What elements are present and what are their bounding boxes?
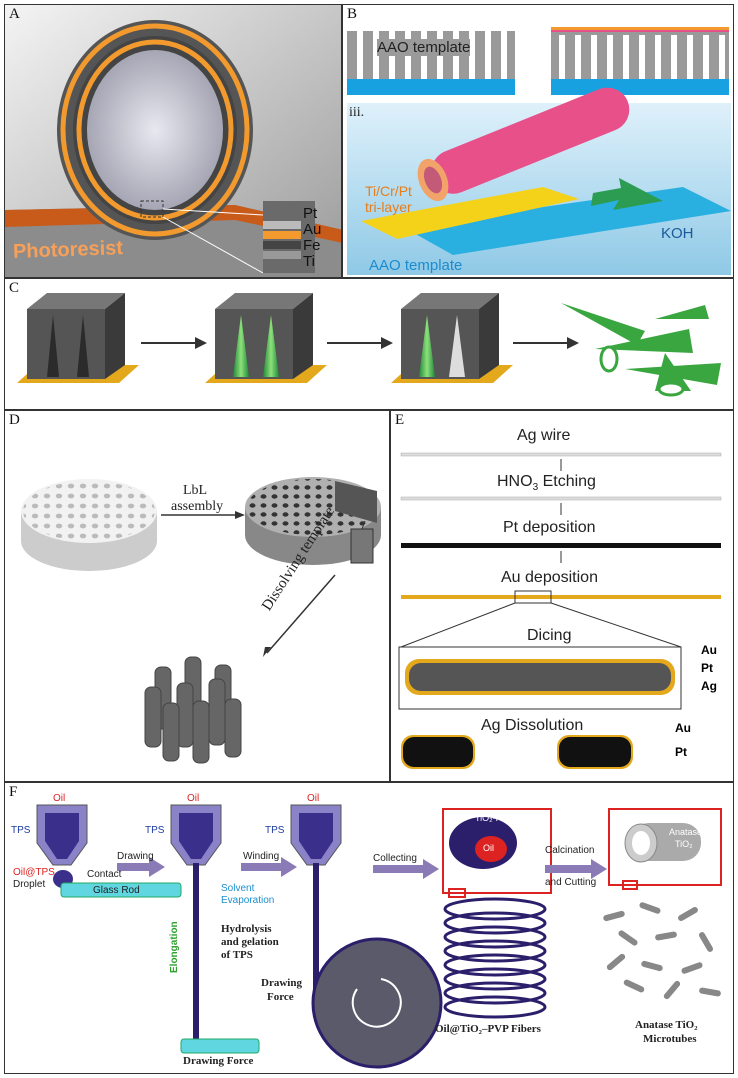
- winding-label: Winding: [243, 851, 280, 862]
- solvent-label-line1: Solvent: [221, 883, 255, 894]
- tps-label-3: TPS: [265, 825, 285, 836]
- panel-d-label: D: [9, 412, 20, 428]
- lbl-assembly-illustration: [21, 477, 381, 764]
- dissolution-layer-pt: Pt: [675, 745, 687, 759]
- oil-label-2: Oil: [187, 793, 200, 804]
- collecting-label: Collecting: [373, 853, 417, 864]
- layer-label-au: Au: [303, 221, 322, 238]
- trilayer-label-line1: Ti/Cr/Pt: [365, 183, 412, 199]
- aao-template-top-label: AAO template: [377, 39, 471, 56]
- drawing-label: Drawing: [117, 851, 154, 862]
- step-label: iii.: [349, 105, 365, 120]
- panel-c-label: C: [9, 280, 20, 296]
- tps-label-1: TPS: [11, 825, 31, 836]
- coated-template-disk: [245, 477, 381, 565]
- oil-at-tps-label: Oil@TPS: [13, 867, 55, 878]
- panel-b: B AAO template iii. Ti/Cr/Pt tri-layer K…: [342, 4, 734, 278]
- droplet-label: Droplet: [13, 879, 46, 890]
- contact-label: Contact: [87, 869, 122, 880]
- dicing-layer-ag: Ag: [701, 679, 717, 693]
- dicing-layer-au: Au: [701, 643, 717, 657]
- step-au-deposition: Au deposition: [501, 569, 598, 586]
- rolled-nanotube-illustration: [5, 5, 341, 277]
- panel-f-label: F: [9, 784, 18, 800]
- nozzle-1: [36, 804, 182, 898]
- fibers-caption: Oil@TiO₂–PVP Fibers: [435, 1023, 541, 1035]
- panel-a: A Photoresist Pt Au Fe Ti: [4, 4, 342, 278]
- template-block-2: [205, 293, 327, 383]
- oil-label-1: Oil: [53, 793, 66, 804]
- template-filling-sequence: [17, 293, 721, 397]
- step-hno: HNO: [497, 473, 533, 490]
- step-hno3-etching: HNO3 Etching: [497, 473, 596, 493]
- tio2-pvp-label: TiO₂-PVP: [475, 813, 514, 823]
- trilayer-label-line2: tri-layer: [365, 199, 412, 215]
- step-dicing: Dicing: [527, 627, 572, 644]
- template-block-3: [391, 293, 513, 383]
- layer-label-ti: Ti: [303, 253, 315, 270]
- panel-f: F Oil TPS Oil@TPS Droplet Contact Glass …: [4, 782, 734, 1074]
- step-ag-dissolution: Ag Dissolution: [481, 717, 584, 734]
- inset-oil-label: Oil: [483, 843, 494, 853]
- template-block-1: [17, 293, 139, 383]
- microtube-pieces: [603, 902, 721, 1000]
- drawing-force-bottom-label: Drawing Force: [183, 1055, 254, 1067]
- microtube-inset: [608, 808, 722, 890]
- step-ag-wire: Ag wire: [517, 427, 571, 444]
- microtubes-caption-line2: Microtubes: [643, 1033, 697, 1045]
- fiber-coil: [442, 808, 552, 1019]
- calcination-label-line1: Calcination: [545, 845, 595, 856]
- panel-e-label: E: [395, 412, 405, 428]
- layer-label-fe: Fe: [303, 237, 321, 254]
- layer-label-pt: Pt: [303, 205, 318, 222]
- hydrolysis-label-line1: Hydrolysis: [221, 923, 272, 935]
- aao-template-illustration: [347, 27, 731, 275]
- step-etching: Etching: [542, 473, 596, 490]
- step-hno-subscript: 3: [532, 482, 539, 494]
- panel-c: C: [4, 278, 734, 410]
- released-nanotubes: [561, 303, 721, 397]
- nozzle-2: [170, 804, 260, 1054]
- fiber-drawing-process: [36, 804, 722, 1069]
- nanotube-array: [144, 656, 242, 764]
- lbl-assembly-label-line1: LbL: [183, 483, 208, 498]
- glass-rod-label: Glass Rod: [93, 885, 140, 896]
- lbl-assembly-label-line2: assembly: [171, 499, 224, 514]
- hydrolysis-label-line2: and gelation: [221, 936, 279, 948]
- aao-template-bottom-label: AAO template: [369, 257, 463, 274]
- photoresist-label: Photoresist: [12, 237, 124, 263]
- panel-a-label: A: [9, 6, 20, 22]
- hydrolysis-label-line3: of TPS: [221, 949, 253, 961]
- solvent-label-line2: Evaporation: [221, 895, 275, 906]
- microtubes-caption-line1: Anatase TiO₂: [635, 1019, 698, 1031]
- anatase-inset-line2: TiO₂: [675, 839, 693, 849]
- elongation-label: Elongation: [169, 921, 180, 973]
- step-pt-deposition: Pt deposition: [503, 519, 596, 536]
- panel-e: E Ag wire HNO3 Etching Pt deposition Au …: [390, 410, 734, 782]
- dicing-layer-pt: Pt: [701, 661, 713, 675]
- dissolution-layer-au: Au: [675, 721, 691, 735]
- anatase-inset-line1: Anatase: [669, 827, 703, 837]
- tps-label-2: TPS: [145, 825, 165, 836]
- oil-label-3: Oil: [307, 793, 320, 804]
- panel-b-label: B: [347, 6, 358, 22]
- porous-template-disk: [21, 479, 157, 571]
- koh-label: KOH: [661, 225, 694, 242]
- panel-d: D LbL assembly Dissolving template: [4, 410, 390, 782]
- drawing-force-right-line1: Drawing: [261, 977, 302, 989]
- nozzle-3: [290, 804, 443, 1069]
- calcination-label-line2: and Cutting: [545, 877, 597, 888]
- drawing-force-right-line2: Force: [267, 991, 294, 1003]
- template-wire-process: [398, 452, 722, 769]
